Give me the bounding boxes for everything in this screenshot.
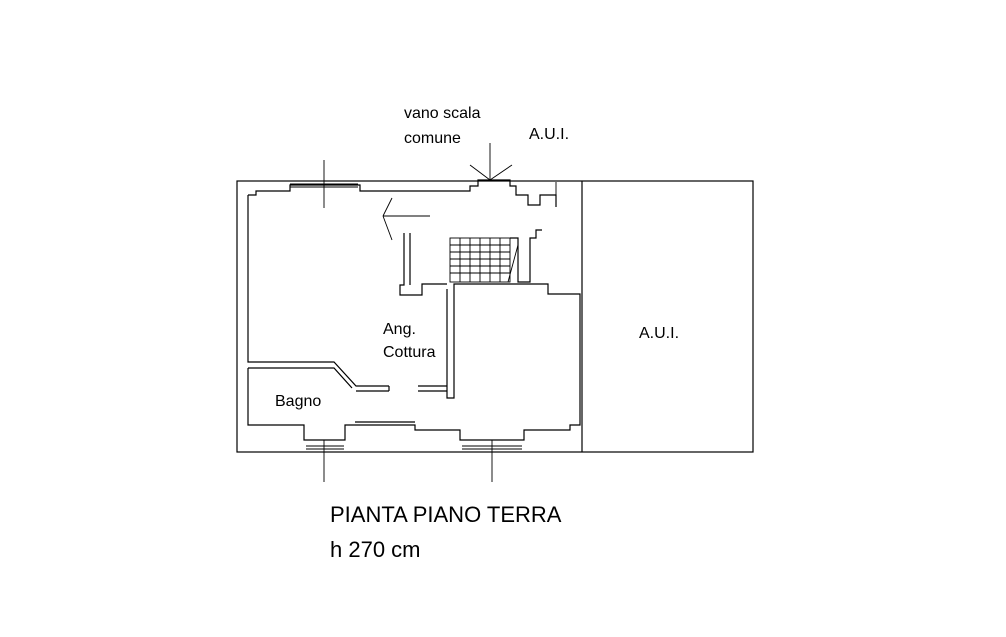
bathroom-wall [247, 368, 355, 441]
aui-top-label: A.U.I. [529, 126, 570, 143]
bathroom-label: Bagno [275, 393, 322, 410]
stair-partition [399, 233, 447, 296]
plan-title: PIANTA PIANO TERRA [330, 502, 562, 527]
top-inner-wall [248, 179, 557, 207]
entry-arrow [382, 197, 430, 241]
kitchen-label-line2: Cottura [383, 344, 436, 361]
stair-entrance-marker [469, 143, 513, 181]
bathroom-wall-inner [248, 367, 353, 389]
stair-label-line1: vano scala [404, 105, 481, 122]
kitchen-label-line1: Ang. [383, 321, 416, 338]
left-wall [247, 195, 389, 387]
aui-right-label: A.U.I. [639, 325, 680, 342]
bottom-wall [355, 283, 581, 441]
staircase [449, 229, 542, 283]
stair-label-line2: comune [404, 130, 461, 147]
ceiling-height: h 270 cm [330, 537, 421, 562]
window-bottom-left [306, 445, 344, 453]
